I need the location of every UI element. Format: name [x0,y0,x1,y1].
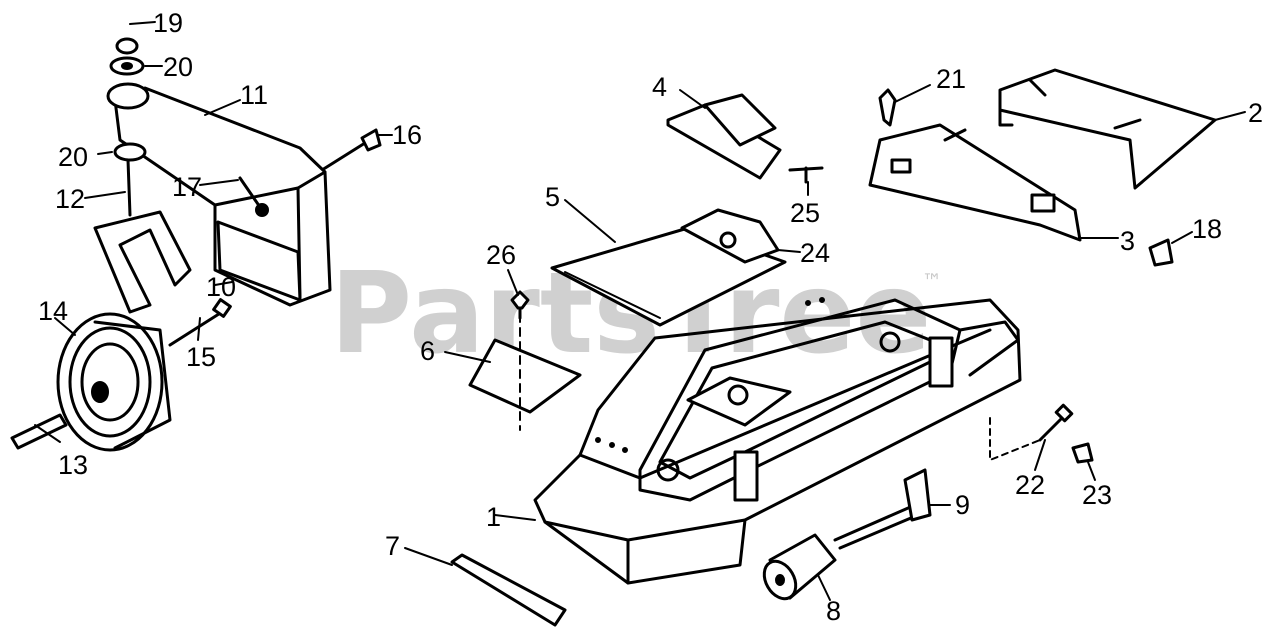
part-21-clip[interactable] [878,88,897,127]
part-16-bolt[interactable] [320,128,382,172]
part-8-roller[interactable] [758,533,837,604]
part-26-wing-nut[interactable] [510,290,530,320]
part-23-clip[interactable] [1071,442,1094,464]
part-15-bolt[interactable] [168,298,232,347]
part-22-bolt[interactable] [989,403,1074,462]
part-20-washer-bottom[interactable] [113,142,147,162]
callout-23: 23 [1082,480,1112,510]
callout-18: 18 [1192,214,1222,244]
part-13-axle[interactable] [10,413,68,450]
leader-lines [34,21,1246,601]
part-4-bracket[interactable] [666,93,782,180]
part-14-wheel[interactable] [56,312,172,452]
callout-8: 8 [826,596,841,626]
callout-14: 14 [38,296,68,326]
part-10-plate[interactable] [216,220,302,302]
callout-4: 4 [652,72,667,102]
callout-1: 1 [486,502,501,532]
callout-26: 26 [486,240,516,270]
callout-20-bottom: 20 [58,142,88,172]
part-20-washer-top[interactable] [109,56,145,76]
callout-22: 22 [1015,470,1045,500]
callout-17: 17 [172,172,202,202]
part-2-belt-cover[interactable] [998,68,1217,190]
part-18-clip[interactable] [1148,238,1174,267]
callout-6: 6 [420,336,435,366]
callout-11: 11 [240,80,268,110]
callout-21: 21 [936,64,966,94]
callout-19: 19 [153,8,183,38]
part-24-mounting-bracket[interactable] [680,208,780,264]
part-12-caster-fork[interactable] [93,158,192,314]
callout-20-top: 20 [163,52,193,82]
callout-9: 9 [955,490,970,520]
part-19-nut[interactable] [115,37,139,55]
callout-13: 13 [58,450,88,480]
callout-labels: 1 2 3 4 5 6 7 8 9 10 11 12 13 14 15 16 1… [38,8,1263,626]
part-25-pin[interactable] [788,166,824,184]
callout-12: 12 [55,184,85,214]
part-9-axle-bracket[interactable] [833,468,932,550]
callout-15: 15 [186,342,216,372]
callout-2: 2 [1248,98,1263,128]
callout-7: 7 [385,531,400,561]
callout-10: 10 [206,272,236,302]
callout-3: 3 [1120,226,1135,256]
part-3-shield[interactable] [868,123,1082,242]
part-7-baffle[interactable] [450,553,567,627]
callout-5: 5 [545,182,560,212]
callout-25: 25 [790,198,820,228]
callout-16: 16 [392,120,422,150]
part-1-mower-deck[interactable] [533,297,1022,585]
part-6-plate[interactable] [468,299,582,431]
callout-24: 24 [800,238,830,268]
watermark-trademark: ™ [922,269,942,293]
